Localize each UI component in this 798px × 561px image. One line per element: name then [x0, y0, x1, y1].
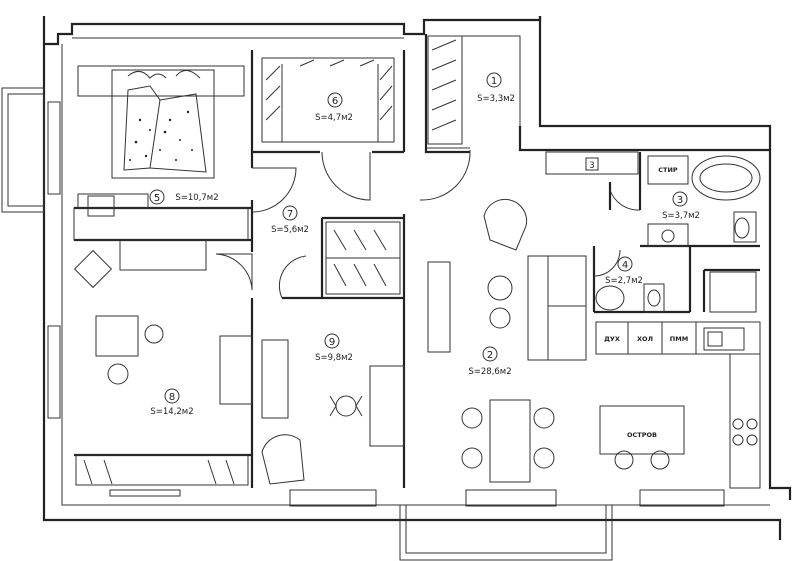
shaft-box: 3	[585, 157, 599, 171]
svg-text:2: 2	[487, 350, 493, 361]
svg-text:8: 8	[169, 392, 175, 403]
svg-text:9: 9	[329, 337, 335, 348]
svg-text:S=2,7м2: S=2,7м2	[605, 276, 643, 286]
room-8-label: 8 S=14,2м2	[150, 388, 194, 417]
svg-text:S=14,2м2: S=14,2м2	[150, 407, 193, 417]
left-balcony	[1, 87, 61, 419]
shower-label: ДУХ	[604, 335, 620, 343]
room-labels: 1 S=3,3м2 2 S=28,6м2 3 S=3,7м2 4 S=2,7м2…	[149, 72, 700, 417]
svg-text:S=3,7м2: S=3,7м2	[662, 211, 700, 221]
kitchen-counter: ДУХ ХОЛ ПММ ОСТРОВ	[595, 321, 761, 489]
shaft-label: 3	[589, 161, 594, 171]
svg-text:S=9,8м2: S=9,8м2	[315, 353, 353, 363]
room-7-label: 7 S=5,6м2	[271, 205, 309, 235]
bottom-balcony	[399, 505, 613, 561]
interior-walls	[74, 34, 770, 488]
svg-text:S=3,3м2: S=3,3м2	[477, 94, 515, 104]
bed-pattern	[129, 110, 193, 161]
room-2-label: 2 S=28,6м2	[468, 346, 512, 377]
windows-bottom	[109, 489, 725, 507]
bathroom-3: СТИР	[647, 155, 761, 247]
room-1-wardrobe	[427, 35, 521, 145]
outer-walls	[42, 16, 792, 540]
room-9-label: 9 S=9,8м2	[315, 333, 353, 363]
svg-text:4: 4	[622, 260, 628, 271]
svg-text:S=28,6м2: S=28,6м2	[468, 367, 511, 377]
fridge-label: ХОЛ	[637, 335, 653, 343]
doors	[215, 147, 641, 299]
room-4-label: 4 S=2,7м2	[605, 256, 643, 286]
island-label: ОСТРОВ	[627, 431, 657, 439]
corridor-wardrobe	[325, 221, 401, 295]
room-1-label: 1 S=3,3м2	[477, 72, 515, 104]
room-6-label: 6 S=4,7м2	[315, 92, 353, 123]
bedroom-furniture	[77, 65, 245, 217]
room-8-furniture	[73, 207, 253, 486]
svg-text:S=10,7м2: S=10,7м2	[175, 193, 218, 203]
svg-text:6: 6	[332, 96, 338, 107]
svg-text:7: 7	[287, 209, 293, 220]
bathroom-4	[595, 271, 757, 313]
svg-text:5: 5	[154, 193, 160, 204]
svg-text:1: 1	[491, 76, 497, 87]
room-3-label: 3 S=3,7м2	[662, 191, 700, 221]
room-5-label: 5 S=10,7м2	[149, 189, 219, 205]
closet-6-shelves	[261, 57, 395, 143]
living-kitchen-furniture	[427, 151, 685, 483]
svg-text:3: 3	[677, 195, 683, 206]
svg-text:S=4,7м2: S=4,7м2	[315, 113, 353, 123]
dishwasher-label: ПММ	[670, 335, 688, 343]
svg-text:S=5,6м2: S=5,6м2	[271, 225, 309, 235]
washer-label: СТИР	[658, 166, 678, 174]
room-9-furniture	[261, 339, 405, 485]
